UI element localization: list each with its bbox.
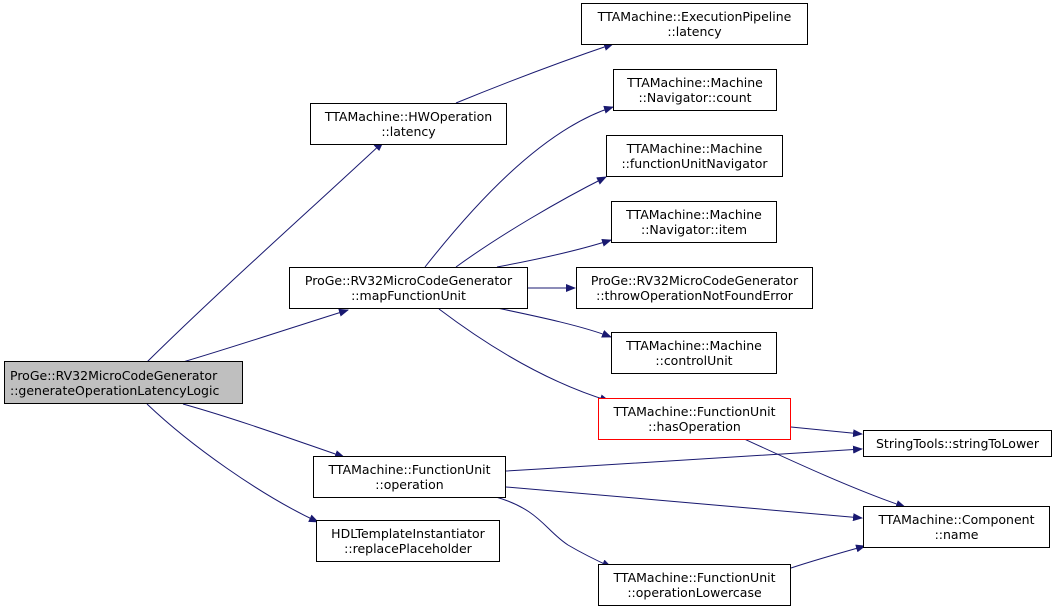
edge-hasop-compname [739,436,906,508]
node-navigator-count-line2: ::Navigator::count [638,90,752,105]
node-function-unit-navigator-line2: ::functionUnitNavigator [621,156,768,171]
node-throw-operation-not-found-error-line2: ::throwOperationNotFoundError [596,288,793,303]
edge-hwop-execpipe [455,43,614,104]
node-navigator-item[interactable]: TTAMachine::Machine ::Navigator::item [611,201,777,243]
edge-mapfu-navcount [424,105,614,268]
node-component-name-line1: TTAMachine::Component [878,512,1035,527]
node-has-operation-line2: ::hasOperation [648,419,741,434]
node-replace-placeholder-line2: ::replacePlaceholder [344,541,472,556]
edge-root-fuop [182,403,345,458]
node-component-name-line2: ::name [934,527,979,542]
node-executionpipeline-latency[interactable]: TTAMachine::ExecutionPipeline ::latency [581,3,808,45]
node-navigator-count-line1: TTAMachine::Machine [627,75,763,90]
node-functionunit-operation[interactable]: TTAMachine::FunctionUnit ::operation [313,456,506,498]
node-generate-operation-latency-logic-line2: ::generateOperationLatencyLogic [10,382,220,398]
node-replace-placeholder-line1: HDLTemplateInstantiator [331,526,485,541]
node-string-to-lower[interactable]: StringTools::stringToLower [863,430,1052,457]
edge-mapfu-navitem [496,238,612,268]
node-hwoperation-latency-line1: TTAMachine::HWOperation [324,109,493,124]
node-navigator-item-line1: TTAMachine::Machine [626,207,762,222]
edge-root-mapfu [182,308,349,363]
edge-fuop-strlower [505,445,863,472]
edge-fuop-compname [505,486,863,522]
edge-mapfu-hasop [438,308,610,403]
node-hwoperation-latency[interactable]: TTAMachine::HWOperation ::latency [310,103,507,145]
node-operation-lowercase-line1: TTAMachine::FunctionUnit [613,570,776,585]
node-replace-placeholder[interactable]: HDLTemplateInstantiator ::replacePlaceho… [316,520,500,562]
node-component-name[interactable]: TTAMachine::Component ::name [863,506,1050,548]
node-navigator-count[interactable]: TTAMachine::Machine ::Navigator::count [613,69,777,111]
node-operation-lowercase[interactable]: TTAMachine::FunctionUnit ::operationLowe… [598,564,791,606]
node-generate-operation-latency-logic-line1: ProGe::RV32MicroCodeGenerator [10,367,218,383]
node-hwoperation-latency-line2: ::latency [381,124,436,139]
node-operation-lowercase-line2: ::operationLowercase [627,585,762,600]
node-control-unit-line1: TTAMachine::Machine [626,338,762,353]
node-functionunit-operation-line1: TTAMachine::FunctionUnit [328,462,491,477]
node-string-to-lower-line1: StringTools::stringToLower [875,436,1039,451]
node-map-function-unit-line2: ::mapFunctionUnit [351,288,466,303]
node-control-unit[interactable]: TTAMachine::Machine ::controlUnit [611,332,777,374]
edge-mapfu-ctrlunit [496,307,612,338]
node-map-function-unit-line1: ProGe::RV32MicroCodeGenerator [304,273,513,288]
node-executionpipeline-latency-line1: TTAMachine::ExecutionPipeline [597,9,792,24]
node-function-unit-navigator[interactable]: TTAMachine::Machine ::functionUnitNaviga… [606,135,783,177]
node-has-operation[interactable]: TTAMachine::FunctionUnit ::hasOperation [598,398,791,440]
node-control-unit-line2: ::controlUnit [655,353,733,368]
node-functionunit-operation-line2: ::operation [375,477,444,492]
node-generate-operation-latency-logic: ProGe::RV32MicroCodeGenerator ::generate… [4,361,243,404]
edge-root-hdl [146,403,319,523]
node-function-unit-navigator-line1: TTAMachine::Machine [626,141,763,156]
edge-root-hwop [146,141,384,363]
edge-fuop-oplower [495,496,612,568]
edge-mapfu-funav [455,176,607,268]
node-navigator-item-line2: ::Navigator::item [640,222,748,237]
node-has-operation-line1: TTAMachine::FunctionUnit [613,404,776,419]
edge-oplower-compname [790,544,866,569]
node-executionpipeline-latency-line2: ::latency [667,24,722,39]
node-throw-operation-not-found-error-line1: ProGe::RV32MicroCodeGenerator [590,273,799,288]
node-throw-operation-not-found-error[interactable]: ProGe::RV32MicroCodeGenerator ::throwOpe… [576,267,813,309]
edge-hasop-strlower [790,426,863,438]
node-map-function-unit[interactable]: ProGe::RV32MicroCodeGenerator ::mapFunct… [289,267,528,309]
